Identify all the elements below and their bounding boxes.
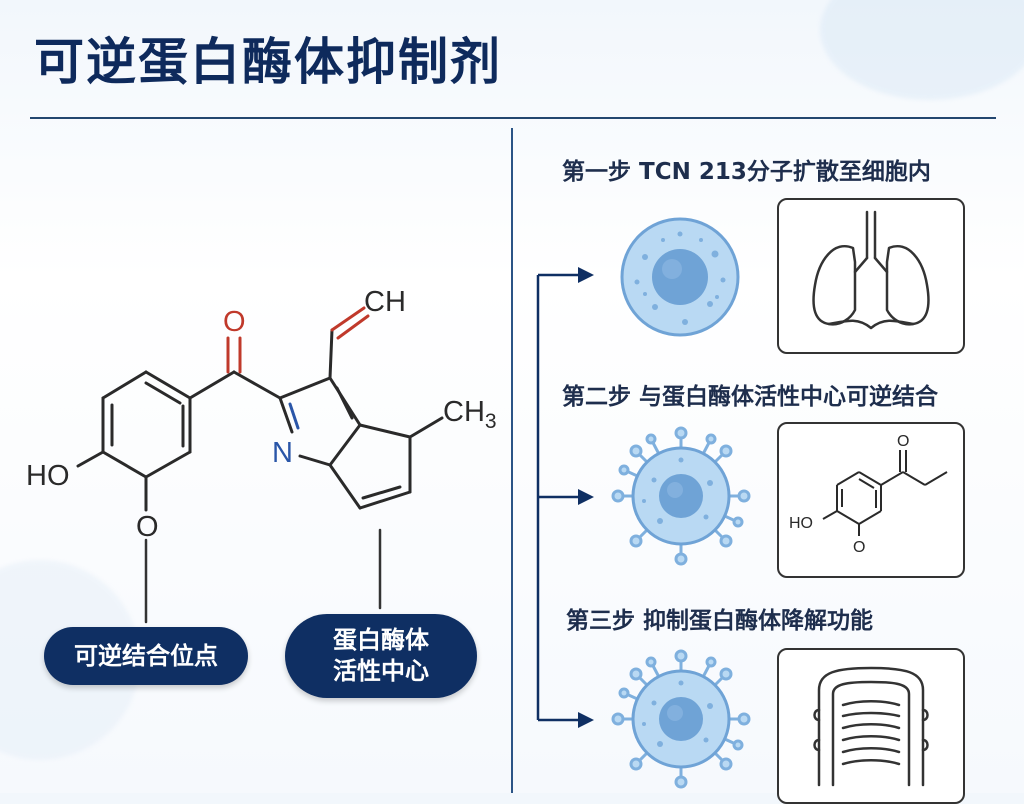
atom-o-methoxy: O: [136, 511, 159, 543]
inset-atom-ho: HO: [789, 515, 813, 532]
page-title: 可逆蛋白酶体抑制剂: [34, 33, 502, 91]
reversible-binding-site-label: 可逆结合位点: [44, 627, 248, 685]
vertical-divider: [511, 128, 513, 793]
small-molecule-structure: O HO O: [789, 433, 948, 556]
step-1-text: 第一步 TCN 213分子扩散至细胞内: [562, 159, 931, 185]
atom-ch3: CH3: [443, 396, 497, 433]
inset-atom-o2: O: [853, 539, 865, 556]
small-molecule-panel: O HO O: [777, 422, 965, 578]
arrow-2-icon: [578, 489, 594, 505]
atom-ch: CH: [364, 286, 406, 318]
intestine-panel: [777, 648, 965, 804]
lungs-icon: [812, 210, 930, 330]
lungs-panel: [777, 198, 965, 354]
intestine-icon: [813, 666, 929, 787]
spiked-cell-icon: [611, 649, 751, 789]
spiked-cell-icon: [611, 426, 751, 566]
benzene-ring: [101, 370, 192, 479]
step-3-text: 第三步 抑制蛋白酶体降解功能: [566, 608, 874, 634]
atom-n: N: [272, 437, 293, 469]
smooth-cell-icon: [620, 217, 740, 337]
molecule-structure: O CH CH3 N HO O: [26, 286, 497, 624]
atom-o-ketone: O: [223, 306, 246, 338]
arrow-1-icon: [578, 267, 594, 283]
active-center-line1: 蛋白酶体: [333, 626, 429, 654]
active-center-line2: 活性中心: [333, 657, 429, 685]
atom-ho: HO: [26, 460, 70, 492]
step-2-text: 第二步 与蛋白酶体活性中心可逆结合: [562, 384, 939, 410]
inset-atom-o: O: [897, 433, 909, 450]
active-center-label: 蛋白酶体 活性中心: [285, 614, 477, 698]
arrow-3-icon: [578, 712, 594, 728]
title-underline: [30, 117, 996, 119]
